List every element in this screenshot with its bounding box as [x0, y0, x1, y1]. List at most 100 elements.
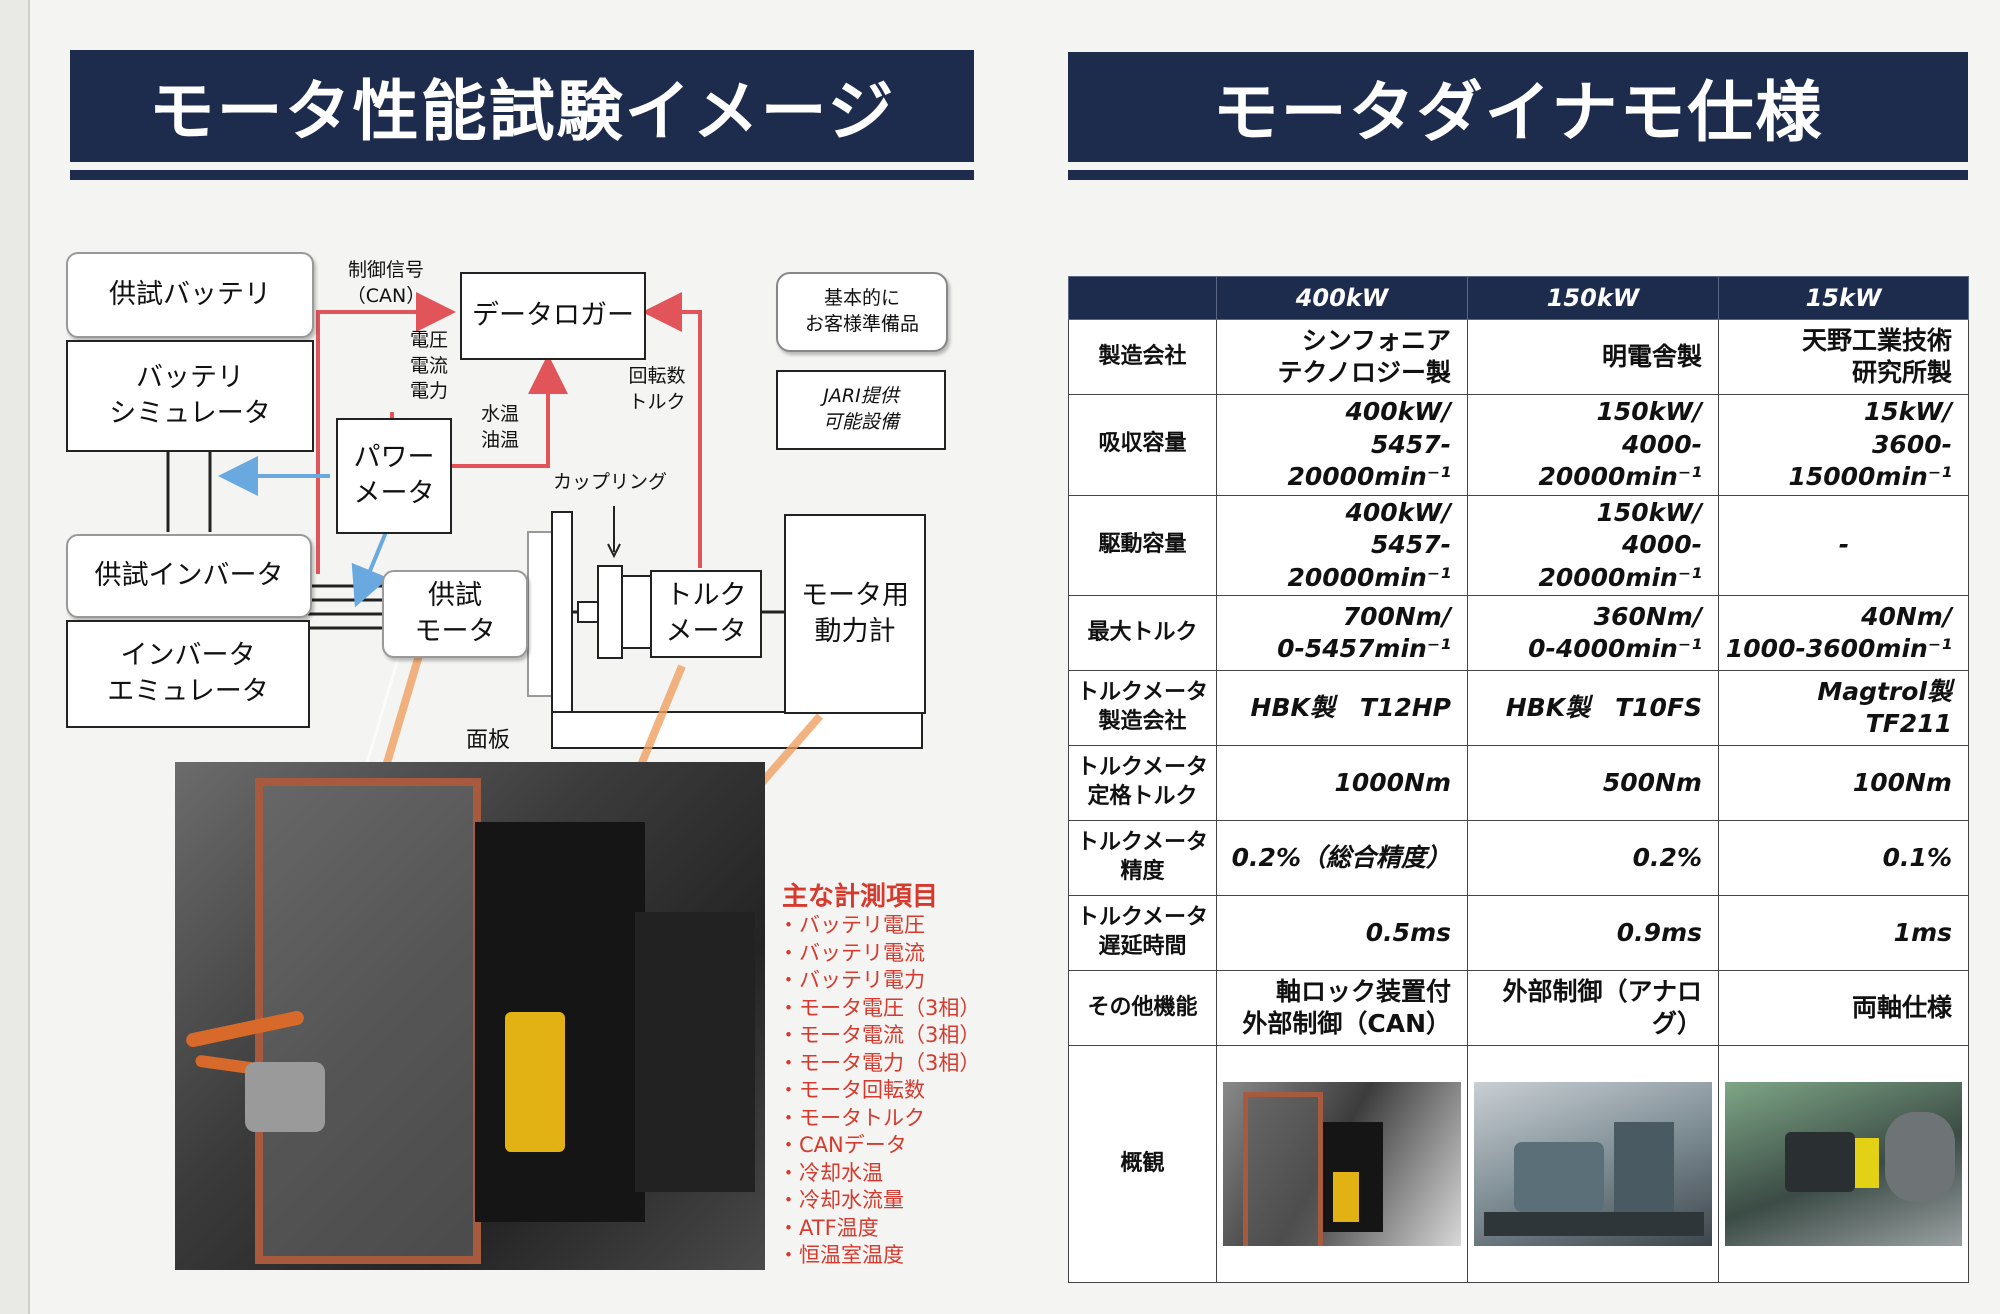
power-meter-label: パワー メータ [353, 441, 435, 509]
customer-equipment-note: 基本的に お客様準備品 [776, 272, 948, 352]
spec-row-label: トルクメータ 精度 [1068, 820, 1217, 896]
inverter-emulator-box: インバータ エミュレータ [66, 620, 310, 728]
measurement-item: モータ電力（3相） [778, 1050, 980, 1078]
spec-header-400kw: 400kW [1216, 276, 1468, 320]
battery-simulator-label: バッテリ シミュレータ [109, 361, 271, 429]
measurement-title: 主な計測項目 [782, 882, 939, 912]
measurement-item: バッテリ電力 [778, 967, 980, 995]
battery-under-test-box: 供試バッテリ [66, 252, 314, 338]
spec-cell: Magtrol製 TF211 [1718, 670, 1969, 746]
inverter-under-test-box: 供試インバータ [66, 534, 312, 618]
spec-header-row: 400kW 150kW 15kW [1068, 276, 1969, 320]
spec-cell: HBK製 T10FS [1467, 670, 1719, 746]
spec-overview-row: 概観 [1068, 1045, 1969, 1283]
spec-cell: 明電舎製 [1467, 319, 1719, 395]
spec-cell: 0.9ms [1467, 895, 1719, 971]
spec-cell: HBK製 T12HP [1216, 670, 1468, 746]
data-logger-box: データロガー [460, 272, 646, 360]
measurement-item: モータ回転数 [778, 1077, 980, 1105]
face-plate-label: 面板 [465, 728, 510, 753]
spec-cell: 0.2% [1467, 820, 1719, 896]
customer-equipment-label: 基本的に お客様準備品 [804, 287, 919, 335]
spec-row-label: トルクメータ 製造会社 [1068, 670, 1217, 746]
overview-photo-15kw [1718, 1045, 1969, 1283]
dynamometer-box: モータ用 動力計 [784, 514, 926, 714]
inverter-under-test-label: 供試インバータ [94, 559, 284, 591]
spec-cell: 0.2%（総合精度） [1216, 820, 1468, 896]
spec-cell: 天野工業技術 研究所製 [1718, 319, 1969, 395]
spec-header-150kw: 150kW [1467, 276, 1719, 320]
inverter-emulator-label: インバータ エミュレータ [107, 639, 269, 707]
spec-row-label: トルクメータ 遅延時間 [1068, 895, 1217, 971]
spec-cell: 15kW/ 3600-15000min⁻¹ [1718, 394, 1969, 496]
control-signal-label: 制御信号 （CAN） [346, 259, 426, 307]
spec-cell: シンフォニア テクノロジー製 [1216, 319, 1468, 395]
power-meter-box: パワー メータ [336, 418, 452, 534]
coupling-label: カップリング [552, 471, 667, 493]
spec-row-label: その他機能 [1068, 970, 1217, 1046]
measurement-item: CANデータ [778, 1132, 980, 1160]
measurement-item: モータ電流（3相） [778, 1022, 980, 1050]
dynamometer-label: モータ用 動力計 [801, 579, 909, 647]
spec-cell: 500Nm [1467, 745, 1719, 821]
right-title-banner: モータダイナモ仕様 [1068, 52, 1968, 162]
measurement-item: 恒温室温度 [778, 1242, 980, 1270]
test-setup-photo [175, 762, 765, 1270]
spec-cell: 1000Nm [1216, 745, 1468, 821]
spec-overview-label: 概観 [1068, 1045, 1217, 1283]
spec-cell: 360Nm/ 0-4000min⁻¹ [1467, 595, 1719, 671]
measurement-item: 冷却水流量 [778, 1187, 980, 1215]
spec-cell: 150kW/ 4000-20000min⁻¹ [1467, 494, 1719, 596]
right-title-rule [1068, 170, 1968, 180]
spec-row-label: 駆動容量 [1068, 494, 1217, 596]
spec-cell: 軸ロック装置付 外部制御（CAN） [1216, 970, 1468, 1046]
spec-cell: 0.1% [1718, 820, 1969, 896]
spec-cell: 400kW/ 5457-20000min⁻¹ [1216, 494, 1468, 596]
spec-row: その他機能軸ロック装置付 外部制御（CAN）外部制御（アナログ）両軸仕様 [1068, 970, 1969, 1046]
voltage-current-power-label: 電圧 電流 電力 [409, 329, 448, 403]
measurement-list: バッテリ電圧バッテリ電流バッテリ電力モータ電圧（3相）モータ電流（3相）モータ電… [778, 912, 980, 1270]
battery-simulator-box: バッテリ シミュレータ [66, 340, 314, 452]
spec-header-blank [1068, 276, 1217, 320]
spec-cell: 0.5ms [1216, 895, 1468, 971]
torque-meter-box: トルク メータ [650, 570, 762, 658]
overview-photo-400kw [1216, 1045, 1468, 1283]
jari-equipment-label: JARI提供 可能設備 [822, 385, 899, 433]
spec-cell: 外部制御（アナログ） [1467, 970, 1719, 1046]
overview-photo-150kw [1467, 1045, 1719, 1283]
spec-cell: 1ms [1718, 895, 1969, 971]
data-logger-label: データロガー [472, 299, 634, 331]
right-title: モータダイナモ仕様 [1212, 74, 1824, 151]
spec-cell: 700Nm/ 0-5457min⁻¹ [1216, 595, 1468, 671]
spec-row-label: 最大トルク [1068, 595, 1217, 671]
spec-header-15kw: 15kW [1718, 276, 1969, 320]
spec-row-label: 製造会社 [1068, 319, 1217, 395]
spec-cell: - [1718, 494, 1969, 596]
motor-under-test-box: 供試 モータ [382, 570, 528, 658]
jari-equipment-note: JARI提供 可能設備 [776, 370, 946, 450]
spec-cell: 40Nm/ 1000-3600min⁻¹ [1718, 595, 1969, 671]
left-title: モータ性能試験イメージ [148, 73, 896, 150]
left-title-rule [70, 170, 974, 180]
water-oil-temp-label: 水温 油温 [480, 403, 519, 451]
torque-meter-label: トルク メータ [665, 579, 747, 647]
measurement-item: モータトルク [778, 1105, 980, 1133]
battery-under-test-label: 供試バッテリ [109, 278, 271, 310]
measurement-item: バッテリ電圧 [778, 912, 980, 940]
dynamo-spec-table: 400kW 150kW 15kW 製造会社シンフォニア テクノロジー製明電舎製天… [1068, 276, 1969, 1283]
spec-row-label: 吸収容量 [1068, 394, 1217, 496]
spec-row-label: トルクメータ 定格トルク [1068, 745, 1217, 821]
spec-cell: 400kW/ 5457-20000min⁻¹ [1216, 394, 1468, 496]
spec-row: 製造会社シンフォニア テクノロジー製明電舎製天野工業技術 研究所製 [1068, 319, 1969, 395]
left-title-banner: モータ性能試験イメージ [70, 50, 974, 162]
spec-cell: 150kW/ 4000-20000min⁻¹ [1467, 394, 1719, 496]
measurement-item: バッテリ電流 [778, 940, 980, 968]
spec-cell: 両軸仕様 [1718, 970, 1969, 1046]
